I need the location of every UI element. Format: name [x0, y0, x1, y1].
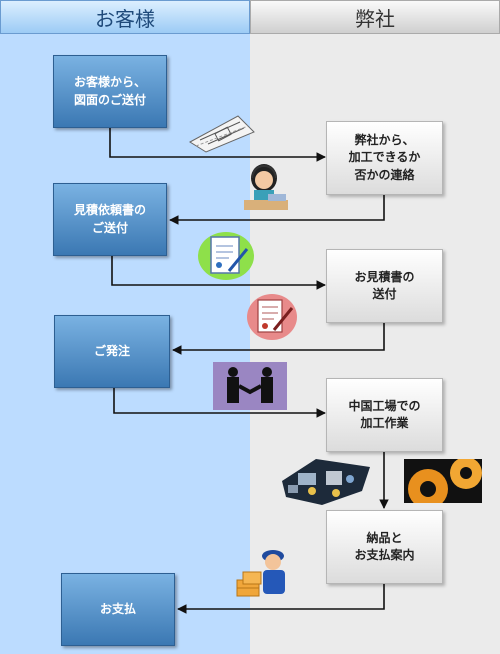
arrow-5 — [113, 388, 326, 418]
contract-icon — [247, 294, 297, 340]
step-order-placement: ご発注 — [54, 315, 170, 388]
delivery-icon — [236, 550, 285, 597]
document-icon — [198, 232, 254, 280]
step-quote-request: 見積依頼書の ご送付 — [53, 183, 167, 256]
factory-icon — [282, 459, 370, 505]
step-delivery-and-payment-notice: 納品と お支払案内 — [326, 510, 443, 584]
step-drawing-submission: お客様から、 図面のご送付 — [53, 55, 167, 128]
gear-icon — [404, 459, 482, 503]
step-feasibility-contact: 弊社から、 加工できるか 否かの連絡 — [326, 121, 443, 195]
step-quotation-sending: お見積書の 送付 — [326, 249, 443, 323]
operator-icon — [244, 164, 288, 210]
arrow-3 — [111, 256, 326, 290]
handshake-icon — [213, 362, 287, 410]
blueprint-icon — [189, 115, 255, 153]
company-lane-header: 弊社 — [250, 0, 500, 34]
arrow-4 — [172, 323, 385, 355]
arrow-2 — [169, 195, 385, 225]
step-payment: お支払 — [61, 573, 175, 646]
arrow-1 — [109, 128, 326, 162]
customer-lane-header: お客様 — [0, 0, 250, 34]
arrow-7 — [177, 584, 385, 614]
step-china-factory-processing: 中国工場での 加工作業 — [326, 378, 443, 452]
